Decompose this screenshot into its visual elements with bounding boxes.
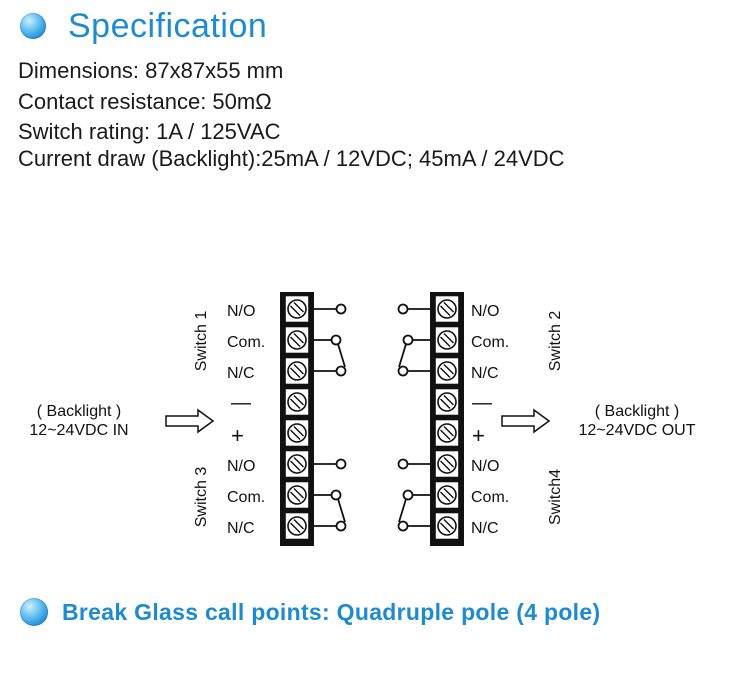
switch-2-label: Switch 2 bbox=[547, 311, 564, 372]
left-label-com-3: Com. bbox=[227, 489, 265, 506]
screw-terminal-icon bbox=[434, 294, 460, 324]
right-label-no-2: N/O bbox=[471, 303, 499, 320]
spec-switch-rating: Switch rating: 1A / 125VAC bbox=[18, 119, 281, 144]
screw-terminal-icon bbox=[434, 511, 460, 541]
page-title: Specification bbox=[68, 6, 268, 45]
screw-terminal-icon bbox=[434, 387, 460, 417]
blue-bullet-icon bbox=[20, 598, 48, 626]
right-label-no-4: N/O bbox=[471, 458, 499, 475]
output-arrow-icon bbox=[501, 408, 551, 434]
backlight-in-line2: 12~24VDC IN bbox=[29, 422, 128, 439]
screw-terminal-icon bbox=[284, 480, 310, 510]
left-label-no-1: N/O bbox=[227, 303, 255, 320]
screw-terminal-icon bbox=[284, 356, 310, 386]
screw-terminal-icon bbox=[434, 356, 460, 386]
screw-terminal-icon bbox=[434, 325, 460, 355]
screw-terminal-icon bbox=[284, 511, 310, 541]
spec-dimensions: Dimensions: 87x87x55 mm bbox=[18, 58, 284, 83]
switch-2-contacts bbox=[397, 303, 435, 377]
switch-4-label: Switch4 bbox=[547, 469, 564, 525]
left-label-no-3: N/O bbox=[227, 458, 255, 475]
switch-1-contacts bbox=[309, 303, 347, 377]
right-plus-label: + bbox=[472, 423, 485, 448]
right-minus-label: — bbox=[472, 392, 492, 414]
screw-terminal-icon bbox=[284, 387, 310, 417]
left-label-com-1: Com. bbox=[227, 334, 265, 351]
screw-terminal-icon bbox=[434, 449, 460, 479]
right-label-com-4: Com. bbox=[471, 489, 509, 506]
backlight-in-line1: ( Backlight ) bbox=[37, 403, 121, 420]
backlight-out-line1: ( Backlight ) bbox=[595, 403, 679, 420]
right-terminal-block bbox=[430, 292, 464, 546]
screw-terminal-icon bbox=[284, 325, 310, 355]
section-footer: Break Glass call points: Quadruple pole … bbox=[20, 598, 600, 626]
right-label-com-2: Com. bbox=[471, 334, 509, 351]
right-label-nc-4: N/C bbox=[471, 520, 499, 537]
switch-3-label: Switch 3 bbox=[193, 467, 210, 528]
left-plus-label: + bbox=[231, 423, 244, 448]
blue-bullet-icon bbox=[20, 13, 46, 39]
screw-terminal-icon bbox=[284, 449, 310, 479]
switch-1-label: Switch 1 bbox=[193, 311, 210, 372]
screw-terminal-icon bbox=[434, 480, 460, 510]
left-terminal-block bbox=[280, 292, 314, 546]
spec-current-draw: Current draw (Backlight):25mA / 12VDC; 4… bbox=[18, 145, 565, 171]
screw-terminal-icon bbox=[284, 418, 310, 448]
input-arrow-icon bbox=[165, 408, 215, 434]
spec-list: Dimensions: 87x87x55 mm Contact resistan… bbox=[18, 56, 565, 174]
spec-contact-resistance: Contact resistance: 50mΩ bbox=[18, 88, 272, 114]
section-header: Specification bbox=[20, 6, 267, 46]
right-label-nc-2: N/C bbox=[471, 365, 499, 382]
screw-terminal-icon bbox=[284, 294, 310, 324]
left-label-nc-1: N/C bbox=[227, 365, 255, 382]
product-subtitle: Break Glass call points: Quadruple pole … bbox=[62, 598, 601, 625]
backlight-out-line2: 12~24VDC OUT bbox=[579, 422, 696, 439]
screw-terminal-icon bbox=[434, 418, 460, 448]
left-minus-label: — bbox=[231, 392, 251, 414]
left-label-nc-3: N/C bbox=[227, 520, 255, 537]
switch-4-contacts bbox=[397, 458, 435, 532]
switch-3-contacts bbox=[309, 458, 347, 532]
